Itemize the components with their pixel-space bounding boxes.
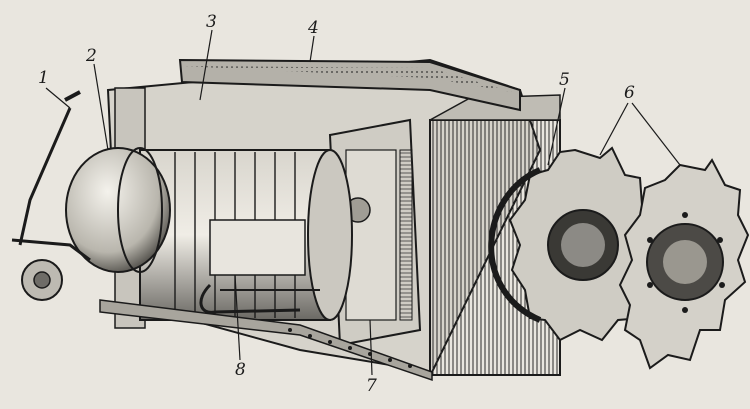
main-drum xyxy=(139,149,353,321)
callout-8: 8 xyxy=(235,360,246,380)
leader-6b xyxy=(631,102,681,166)
callout-5: 5 xyxy=(559,70,570,90)
leader-lines xyxy=(45,29,681,376)
leader-6a xyxy=(599,102,629,156)
leader-8 xyxy=(234,274,241,361)
leader-7 xyxy=(369,319,373,376)
callout-1: 1 xyxy=(38,68,49,88)
sprocket-shroud xyxy=(488,167,542,323)
side-cover-panel xyxy=(328,118,422,347)
inspection-cover xyxy=(209,219,306,276)
callout-6: 6 xyxy=(624,83,635,103)
callout-3: 3 xyxy=(206,12,217,32)
leader-1 xyxy=(45,87,71,109)
callout-2: 2 xyxy=(86,46,97,66)
leader-3 xyxy=(199,29,213,101)
sprocket-outer xyxy=(618,158,750,370)
dome-end-cap xyxy=(65,147,171,273)
callout-4: 4 xyxy=(308,18,319,38)
leader-4 xyxy=(309,35,315,63)
lower-pipes xyxy=(199,283,320,314)
control-lever xyxy=(11,90,91,301)
base-rail xyxy=(99,299,433,382)
leader-2 xyxy=(93,63,109,151)
callout-7: 7 xyxy=(366,376,377,396)
top-header-tank xyxy=(178,58,521,112)
leader-5 xyxy=(547,87,566,166)
